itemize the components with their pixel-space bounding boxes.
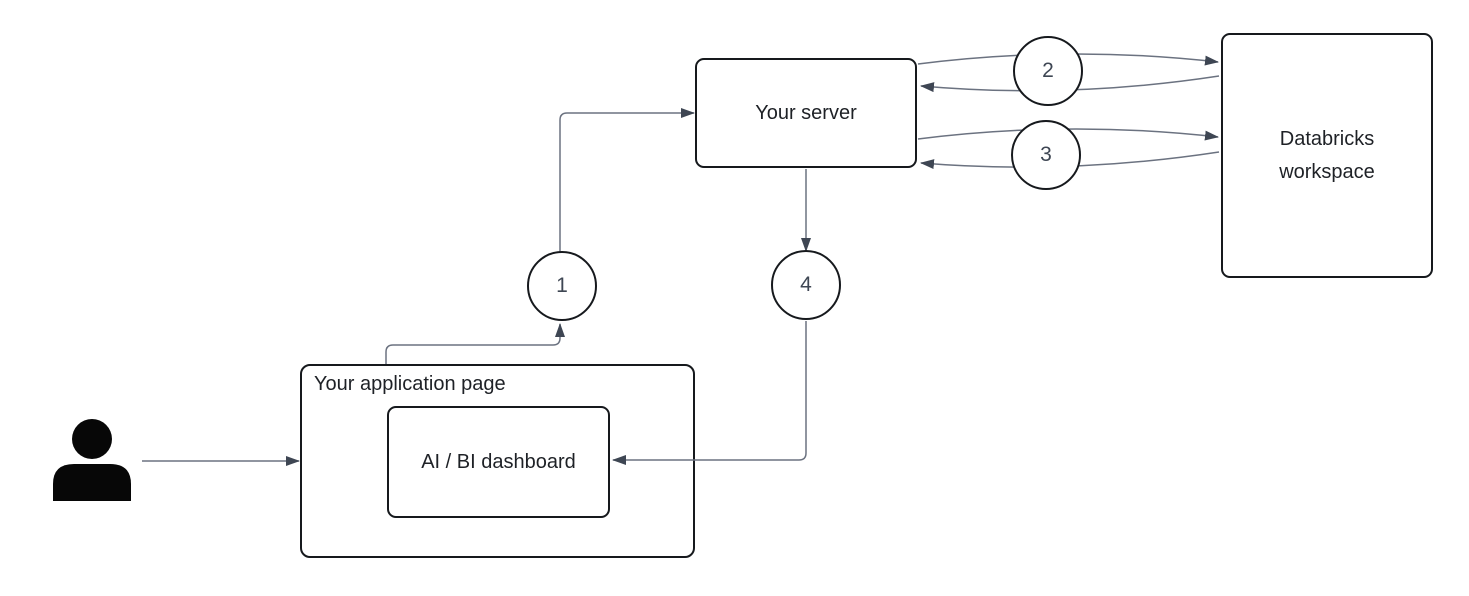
databricks-workspace-label-line2: workspace <box>1279 160 1375 183</box>
step-badge-2: 2 <box>1013 36 1083 106</box>
step-3-number: 3 <box>1040 143 1052 166</box>
databricks-workspace-label-line1: Databricks <box>1279 127 1375 150</box>
step-badge-3: 3 <box>1011 120 1081 190</box>
step-badge-4: 4 <box>771 250 841 320</box>
step-4-number: 4 <box>800 273 812 296</box>
user-icon <box>53 419 131 501</box>
node-aibi-dashboard: AI / BI dashboard <box>387 406 610 518</box>
node-your-server: Your server <box>695 58 917 168</box>
step-1-number: 1 <box>556 274 568 297</box>
step-2-number: 2 <box>1042 59 1054 82</box>
node-databricks-workspace: Databricks workspace <box>1221 33 1433 278</box>
step-badge-1: 1 <box>527 251 597 321</box>
your-server-label: Your server <box>755 101 857 124</box>
arrow-app-page-to-step1 <box>385 323 565 364</box>
node-application-page: Your application page <box>300 364 695 558</box>
aibi-dashboard-label: AI / BI dashboard <box>421 450 576 473</box>
arrow-step1-to-server <box>559 108 695 252</box>
application-page-label: Your application page <box>314 373 506 395</box>
